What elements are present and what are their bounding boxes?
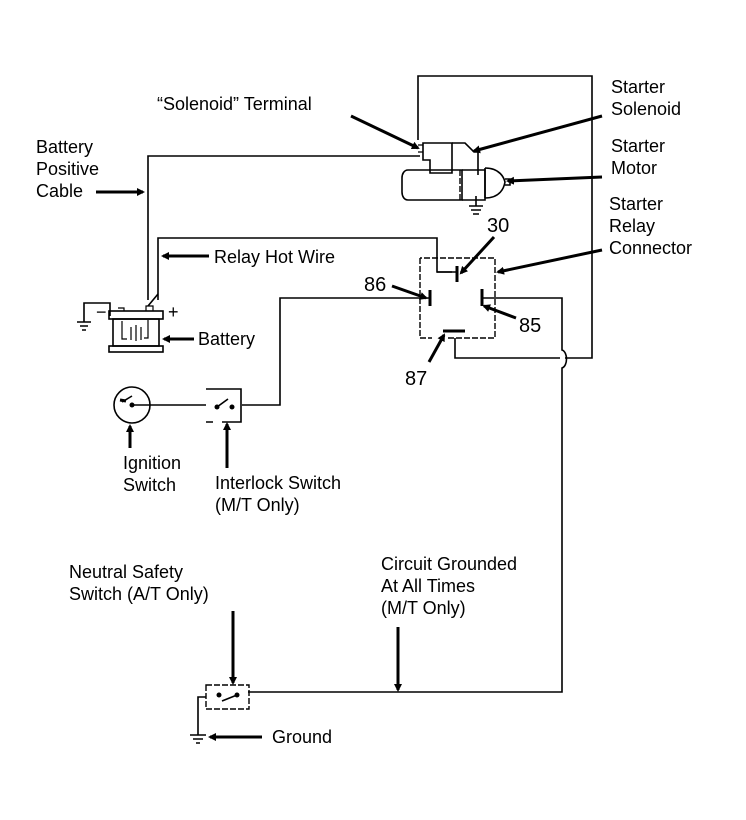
wire-relay-85-to-ground xyxy=(248,297,568,693)
ground-icon xyxy=(190,734,206,744)
wires xyxy=(83,75,593,735)
label-neutral-safety-2: Switch (A/T Only) xyxy=(69,584,209,604)
ignition-switch-icon xyxy=(113,386,151,424)
label-battery-plus: + xyxy=(168,302,179,322)
label-battery-cable-1: Battery xyxy=(36,137,93,157)
label-ignition-switch-2: Switch xyxy=(123,475,176,495)
battery-icon xyxy=(108,293,164,353)
arrow-starter-solenoid xyxy=(472,114,603,154)
wire-battery-negative xyxy=(83,302,111,322)
label-battery-minus: − xyxy=(96,302,107,322)
label-battery: Battery xyxy=(198,329,255,349)
leader-arrows xyxy=(96,114,603,741)
label-ground: Ground xyxy=(272,727,332,747)
label-circuit-grounded-1: Circuit Grounded xyxy=(381,554,517,574)
label-battery-cable-3: Cable xyxy=(36,181,83,201)
interlock-switch-icon xyxy=(206,388,242,423)
label-terminal-30: 30 xyxy=(487,215,509,237)
neutral-safety-switch-icon xyxy=(205,684,250,710)
label-interlock-switch-1: Interlock Switch xyxy=(215,473,341,493)
label-relay-connector-3: Connector xyxy=(609,238,692,258)
label-circuit-grounded-2: At All Times xyxy=(381,576,475,596)
arrow-starter-motor xyxy=(506,175,603,185)
label-terminal-87: 87 xyxy=(405,368,427,390)
arrow-terminal-87 xyxy=(427,333,446,363)
wire-relay-86-to-interlock xyxy=(242,297,430,406)
starter-motor-icon xyxy=(401,142,511,201)
label-starter-motor-1: Starter xyxy=(611,136,665,156)
label-solenoid-terminal: “Solenoid” Terminal xyxy=(157,94,312,114)
label-circuit-grounded-3: (M/T Only) xyxy=(381,598,466,618)
label-starter-solenoid-2: Solenoid xyxy=(611,99,681,119)
label-starter-solenoid-1: Starter xyxy=(611,77,665,97)
arrow-terminal-30 xyxy=(459,235,496,275)
label-relay-hot-wire: Relay Hot Wire xyxy=(214,247,335,267)
ground-icon xyxy=(469,196,483,215)
label-relay-connector-2: Relay xyxy=(609,216,655,236)
label-terminal-86: 86 xyxy=(364,274,386,296)
arrow-relay-connector xyxy=(496,248,603,275)
wire-relay-87-out xyxy=(454,338,560,359)
label-starter-motor-2: Motor xyxy=(611,158,657,178)
label-relay-connector-1: Starter xyxy=(609,194,663,214)
ground-icon xyxy=(77,321,91,331)
label-battery-cable-2: Positive xyxy=(36,159,99,179)
label-terminal-85: 85 xyxy=(519,315,541,337)
wire-solenoid-to-relay-87 xyxy=(417,75,593,359)
arrow-terminal-85 xyxy=(482,304,517,320)
wire-neutral-to-ground xyxy=(197,696,206,735)
wire-battery-positive-cable xyxy=(147,155,420,300)
label-ignition-switch-1: Ignition xyxy=(123,453,181,473)
arrow-solenoid-terminal xyxy=(350,114,420,150)
label-interlock-switch-2: (M/T Only) xyxy=(215,495,300,515)
arrow-terminal-86 xyxy=(391,284,428,300)
label-neutral-safety-1: Neutral Safety xyxy=(69,562,183,582)
